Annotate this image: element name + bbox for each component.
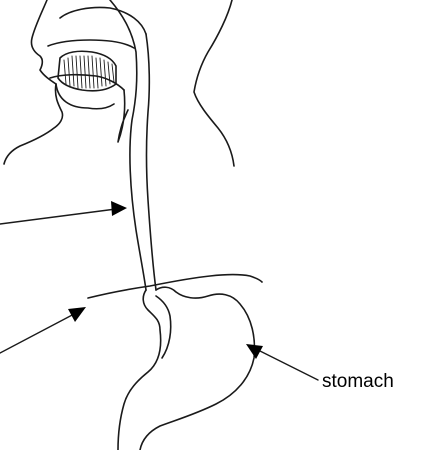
stomach — [118, 287, 254, 450]
neck-outline — [194, 0, 234, 166]
arrow-stomach — [246, 344, 318, 380]
teeth — [58, 51, 116, 91]
diaphragm — [88, 275, 262, 299]
arrow-esophagus — [0, 201, 127, 224]
head-outline — [4, 0, 146, 164]
arrow-diaphragm — [0, 307, 86, 353]
stomach-label: stomach — [322, 372, 394, 391]
esophagus — [110, 0, 156, 290]
